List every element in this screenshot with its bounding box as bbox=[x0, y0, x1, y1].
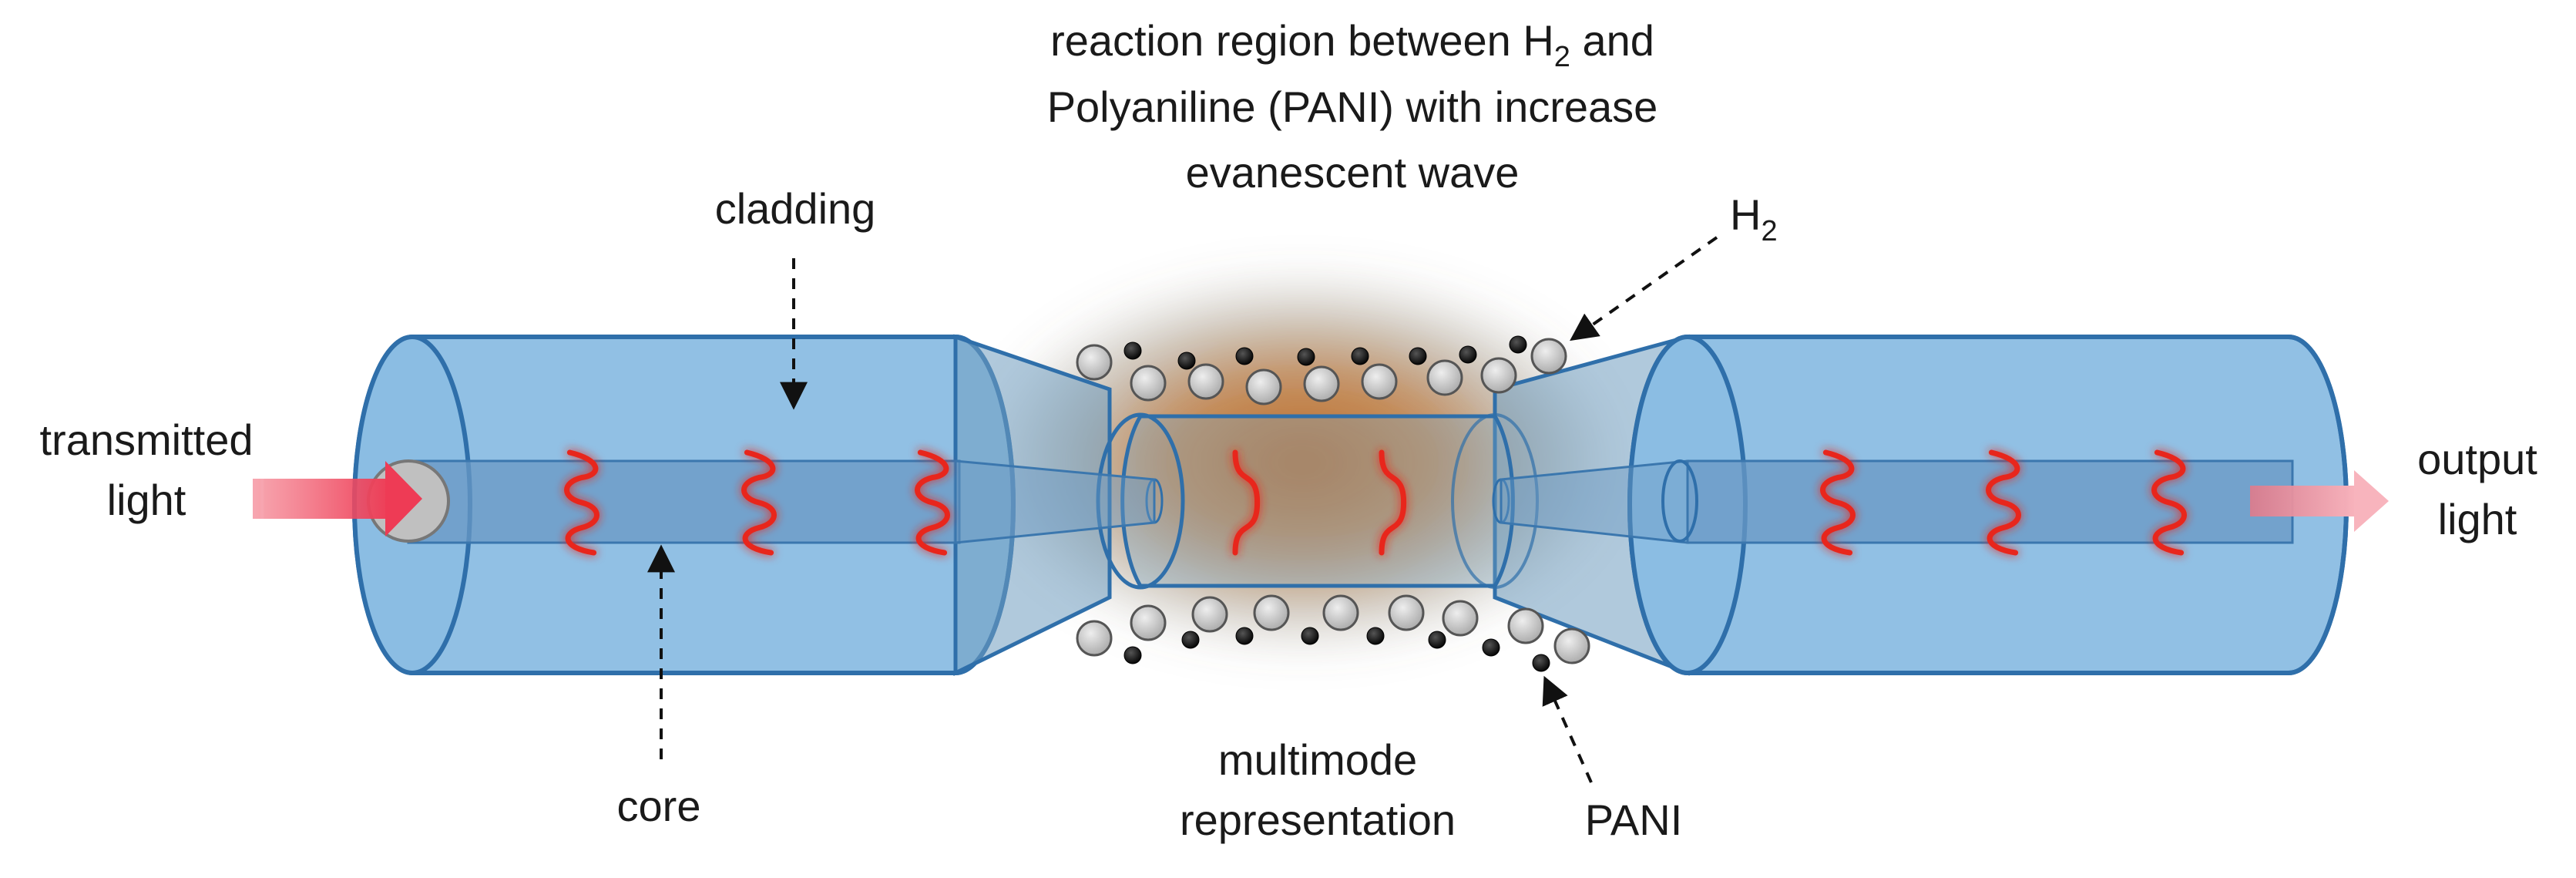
h2-particle bbox=[1191, 596, 1228, 633]
pani-particle bbox=[1235, 627, 1254, 645]
mode-waves bbox=[564, 449, 2187, 556]
pani-particle bbox=[1235, 347, 1254, 365]
h2-particle bbox=[1130, 604, 1167, 641]
pani-label: PANI bbox=[1585, 796, 1683, 844]
h2-particle bbox=[1303, 365, 1340, 402]
h2-particle bbox=[1076, 620, 1113, 657]
h2-particle bbox=[1253, 594, 1290, 631]
h2-particle bbox=[1130, 365, 1167, 402]
left-taper bbox=[953, 334, 1112, 677]
mode-wave bbox=[1820, 449, 1856, 556]
pani-particle bbox=[1123, 341, 1142, 360]
mode-wave bbox=[915, 449, 950, 556]
multimode-line2: representation bbox=[1180, 796, 1456, 844]
particles bbox=[1076, 335, 1590, 672]
output-light-line2: light bbox=[2438, 495, 2517, 543]
h2-particle bbox=[1388, 594, 1425, 631]
h2-particle bbox=[1507, 607, 1544, 644]
pani-particle bbox=[1297, 348, 1315, 366]
multimode-line1: multimode bbox=[1218, 735, 1417, 784]
transmitted-light-line1: transmitted bbox=[40, 415, 254, 464]
h2-particle bbox=[1480, 357, 1517, 394]
pani-particle bbox=[1509, 335, 1527, 354]
pani-particle bbox=[1532, 654, 1550, 672]
input-light-arrow bbox=[253, 461, 422, 537]
reaction-title-line1: reaction region between H2 and bbox=[1050, 16, 1654, 73]
callout-lines bbox=[647, 236, 1718, 783]
pani-particle bbox=[1351, 347, 1369, 365]
pani-particle bbox=[1409, 347, 1427, 365]
tapered-waist bbox=[1096, 412, 1539, 590]
transmitted-light-line2: light bbox=[107, 476, 186, 524]
pani-particle bbox=[1177, 352, 1196, 370]
pani-particle bbox=[1301, 627, 1319, 645]
core-label: core bbox=[617, 782, 701, 830]
output-light-line1: output bbox=[2417, 435, 2537, 483]
pani-particle bbox=[1181, 631, 1200, 649]
mode-wave bbox=[564, 449, 599, 556]
output-light-arrow bbox=[2250, 470, 2389, 532]
h2-particle bbox=[1426, 359, 1463, 396]
reaction-title-line2: Polyaniline (PANI) with increase bbox=[1047, 82, 1658, 131]
pani-particle bbox=[1482, 638, 1500, 657]
h2-particle bbox=[1530, 338, 1567, 375]
h2-pointer bbox=[1570, 236, 1718, 341]
pani-pointer bbox=[1542, 675, 1593, 783]
pani-particle bbox=[1123, 646, 1142, 664]
pani-particle bbox=[1459, 345, 1477, 364]
mode-wave bbox=[1232, 449, 1261, 556]
h2-particle bbox=[1553, 627, 1590, 664]
h2-particle bbox=[1245, 368, 1282, 405]
h2-particle bbox=[1322, 594, 1359, 631]
pani-particle bbox=[1428, 631, 1446, 649]
mode-wave bbox=[2151, 449, 2187, 556]
h2-particle bbox=[1442, 600, 1479, 637]
mode-wave bbox=[1986, 449, 2021, 556]
mode-wave bbox=[741, 449, 777, 556]
cladding-label: cladding bbox=[715, 184, 876, 233]
h2-label: H2 bbox=[1730, 190, 1778, 247]
pani-particle bbox=[1366, 627, 1385, 645]
mode-wave bbox=[1379, 449, 1407, 556]
h2-particle bbox=[1076, 344, 1113, 381]
h2-particle bbox=[1361, 363, 1398, 400]
h2-particle bbox=[1187, 363, 1224, 400]
reaction-title-line3: evanescent wave bbox=[1186, 148, 1520, 197]
